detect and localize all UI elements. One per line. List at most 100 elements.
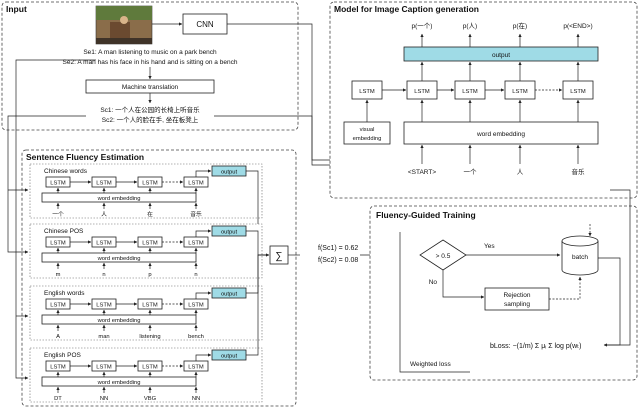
fluency-lstm-label-1-3: LSTM [188,241,204,247]
fluency-lstm-label-0-2: LSTM [142,181,158,187]
fluency-output-label-3: output [221,354,238,360]
decision-label: > 0.5 [436,253,451,260]
fluency-panel: Sentence Fluency Estimation Chinese word… [21,149,297,407]
fluency-output-label-2: output [221,292,238,298]
fluency-to-output-3 [195,353,212,361]
loss-back-line [604,189,631,346]
fluency-embedding-0 [41,192,197,203]
caption-lstm-label-2: LSTM [512,89,528,95]
fluency-block-title-3: English POS [44,352,82,359]
sentence-c2: Sc2: 一个人的脸在手, 坐在板凳上 [102,115,199,124]
fluency-word-2-1: man [98,334,109,340]
sentence-e2: Se2: A man has his face in his hand and … [63,59,238,66]
fluency-word-3-0: DT [54,396,62,402]
fluency-embedding-1 [41,252,197,263]
fluency-word-1-1: n [102,272,105,278]
caption-panel-frame [329,1,638,199]
visual-embedding-label-2: embedding [353,136,382,142]
fluency-to-output-1 [195,229,212,237]
training-panel: Fluency-Guided Training > 0.5 Yes No Rej… [369,205,638,381]
fluency-lstm-label-1-1: LSTM [96,241,112,247]
fluency-word-1-0: m [56,272,61,278]
fluency-embedding-label-0: word embedding [97,196,141,202]
caption-output-bar [403,46,599,62]
visual-embedding-label-1: visual [360,127,375,133]
fluency-lstm-label-2-0: LSTM [50,303,66,309]
fluency-block-title-2: English words [44,290,85,297]
fluency-embedding-label-3: word embedding [97,380,141,386]
input-panel-title: Input [6,4,27,14]
caption-input-word-3: 音乐 [572,167,586,176]
sum-symbol: ∑ [275,251,282,262]
caption-output-prob-3: p(<END>) [563,23,592,30]
fluency-lstm-label-3-0: LSTM [50,365,66,371]
input-feed-lines [7,59,330,380]
score-c2: f(Sc2) = 0.08 [318,257,358,264]
machine-translation-label: Machine translation [122,84,179,91]
rejection-label-1: Rejection [503,292,530,299]
batch-cylinder [561,235,599,276]
caption-output-prob-1: p(人) [463,22,477,30]
fluency-word-2-3: bench [188,334,204,340]
caption-lstm-label-0: LSTM [414,89,430,95]
fluency-word-1-3: n [194,272,197,278]
batch-label: batch [572,254,588,261]
fluency-panel-title: Sentence Fluency Estimation [26,152,144,162]
fluency-embedding-2 [41,314,197,325]
fluency-lstm-label-3-3: LSTM [188,365,204,371]
fluency-lstm-label-3-2: LSTM [142,365,158,371]
input-photo [95,5,153,45]
sentence-e1: Se1: A man listening to music on a park … [83,49,217,56]
fluency-lstm-label-2-2: LSTM [142,303,158,309]
caption-lstm-label-1: LSTM [462,89,478,95]
fluency-lstm-label-0-1: LSTM [96,181,112,187]
feed-line-to-caption [214,115,330,166]
fluency-word-1-2: p [148,272,151,278]
no-label: No [429,279,438,286]
rejection-label-2: sampling [504,301,530,308]
fluency-word-2-0: A [56,334,60,340]
caption-lstm-visual-label: LSTM [359,89,375,95]
fluency-to-output-2 [195,291,212,299]
training-panel-title: Fluency-Guided Training [376,210,476,220]
fluency-to-output-0 [195,169,212,177]
caption-panel-title: Model for Image Caption generation [334,4,479,14]
caption-input-word-2: 人 [517,168,524,176]
fluency-word-0-0: 一个 [52,211,64,218]
weighted-loss-line [399,232,470,373]
weighted-loss-label: Weighted loss [410,361,451,368]
fluency-word-0-2: 在 [147,210,153,218]
fluency-lstm-label-1-0: LSTM [50,241,66,247]
score-c1: f(Sc1) = 0.62 [318,245,358,252]
fluency-word-3-1: NN [100,396,108,402]
fluency-embedding-3 [41,376,197,387]
caption-input-word-0: <START> [408,169,437,176]
feed-line-zh [7,115,86,254]
fluency-lstm-label-3-1: LSTM [96,365,112,371]
fluency-word-3-3: NN [192,396,200,402]
fluency-lstm-label-2-1: LSTM [96,303,112,309]
fluency-embedding-label-2: word embedding [97,318,141,324]
caption-model-panel: Model for Image Caption generation outpu… [329,1,638,199]
caption-output-label: output [492,52,510,59]
fluency-block-title-1: Chinese POS [44,228,84,235]
fluency-lstm-label-1-2: LSTM [142,241,158,247]
feed-line-en [15,59,96,380]
bloss-formula: bLoss: −(1/m) Σ μᵢ Σ log p(wₜ) [490,343,582,350]
fluency-word-3-2: VBG [144,396,157,402]
sentence-c1: Sc1: 一个人在公园的长椅上听音乐 [100,105,200,114]
input-panel: Input CNN Se1: A man listening to music … [1,1,299,131]
caption-output-prob-0: p(一个) [412,22,433,30]
fluency-block-title-0: Chinese words [44,168,88,175]
caption-input-word-1: 一个 [464,168,478,176]
caption-output-prob-2: p(在) [513,21,527,30]
fluency-lstm-label-0-0: LSTM [50,181,66,187]
fluency-lstm-label-2-3: LSTM [188,303,204,309]
fluency-word-2-2: listening [139,334,160,340]
caption-lstm-label-3: LSTM [570,89,586,95]
fluency-word-0-3: 音乐 [190,210,202,218]
fluency-lstm-label-0-3: LSTM [188,181,204,187]
